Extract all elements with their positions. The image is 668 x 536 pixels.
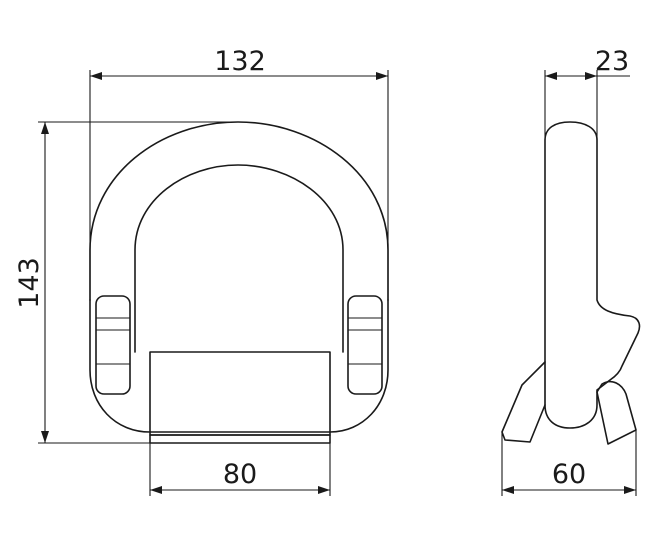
dimension-label-80: 80 (223, 459, 257, 490)
base-plate (149, 351, 331, 444)
dimension-label-23: 23 (595, 46, 629, 77)
dimension-label-60: 60 (552, 459, 586, 490)
dimension-width-top: 132 (89, 46, 389, 300)
dimension-label-132: 132 (214, 46, 266, 77)
d-ring-inner (134, 164, 344, 353)
front-view: 132 143 80 (14, 46, 389, 496)
ring-side-profile (544, 121, 641, 429)
left-foot (501, 361, 546, 443)
side-view: 23 60 (501, 46, 641, 496)
dimension-base-width: 80 (149, 443, 331, 496)
d-ring-lower-body (89, 299, 389, 433)
dimension-side-base: 60 (501, 430, 637, 496)
dimension-side-thickness: 23 (544, 46, 630, 140)
dimension-height-left: 143 (14, 121, 238, 444)
right-link-block (347, 295, 383, 395)
right-foot (596, 380, 637, 445)
left-link-block (95, 295, 131, 395)
dimension-label-143: 143 (14, 257, 45, 309)
